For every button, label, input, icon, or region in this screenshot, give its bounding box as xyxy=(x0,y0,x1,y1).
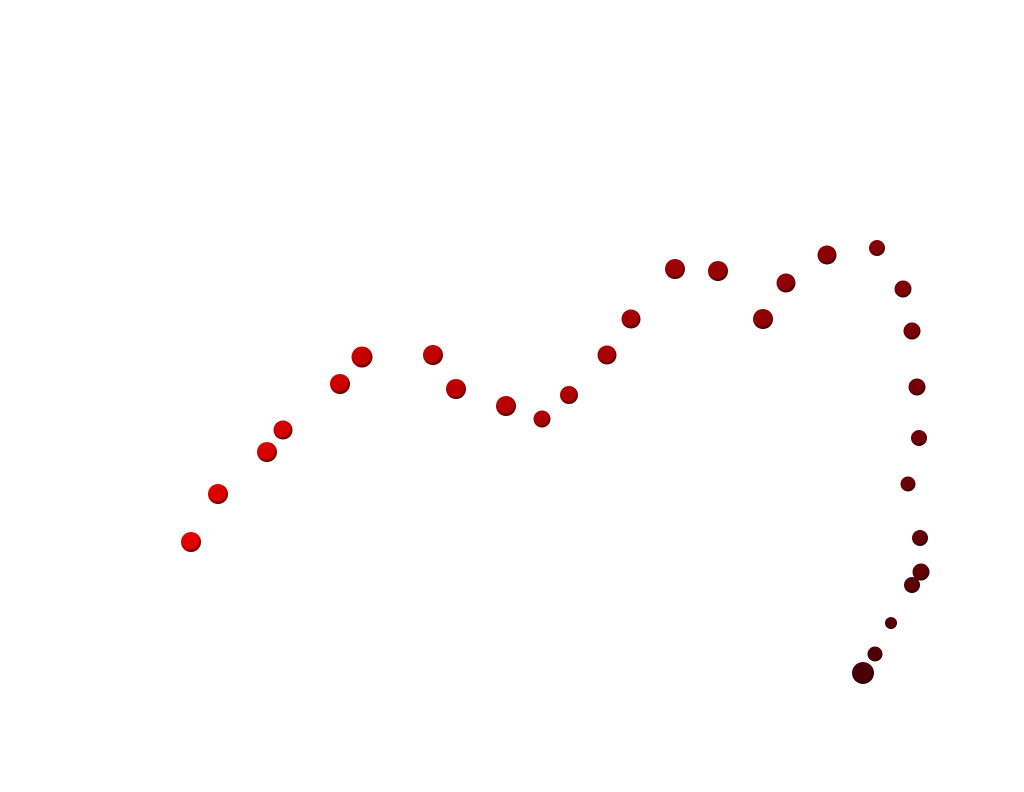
sphere-marker xyxy=(912,563,930,581)
sphere-marker xyxy=(852,662,874,684)
sphere-marker xyxy=(330,374,350,394)
sphere-marker xyxy=(665,259,685,279)
sphere-marker xyxy=(867,646,883,662)
sphere-marker xyxy=(621,309,641,329)
sphere-marker xyxy=(894,280,912,298)
sphere-marker xyxy=(817,245,837,265)
sphere-marker xyxy=(423,345,443,365)
sphere-marker xyxy=(869,240,885,256)
sphere-marker xyxy=(708,261,728,281)
sphere-marker xyxy=(273,420,293,440)
sphere-marker xyxy=(903,322,921,340)
sphere-marker xyxy=(560,386,578,404)
sphere-marker xyxy=(900,476,916,492)
sphere-marker xyxy=(208,484,228,504)
sphere-marker xyxy=(257,442,277,462)
sphere-marker xyxy=(351,346,373,368)
sphere-marker xyxy=(181,532,201,552)
sphere-marker xyxy=(908,378,926,396)
sphere-marker xyxy=(597,345,617,365)
sphere-marker xyxy=(753,309,773,329)
sphere-marker xyxy=(911,430,927,446)
sphere-marker xyxy=(885,617,897,629)
sphere-marker xyxy=(496,396,516,416)
sphere-marker xyxy=(446,379,466,399)
sphere-marker xyxy=(776,273,796,293)
sphere-marker xyxy=(912,530,928,546)
sphere-marker xyxy=(904,577,920,593)
sphere-marker xyxy=(533,410,551,428)
spheres-group xyxy=(181,240,930,684)
